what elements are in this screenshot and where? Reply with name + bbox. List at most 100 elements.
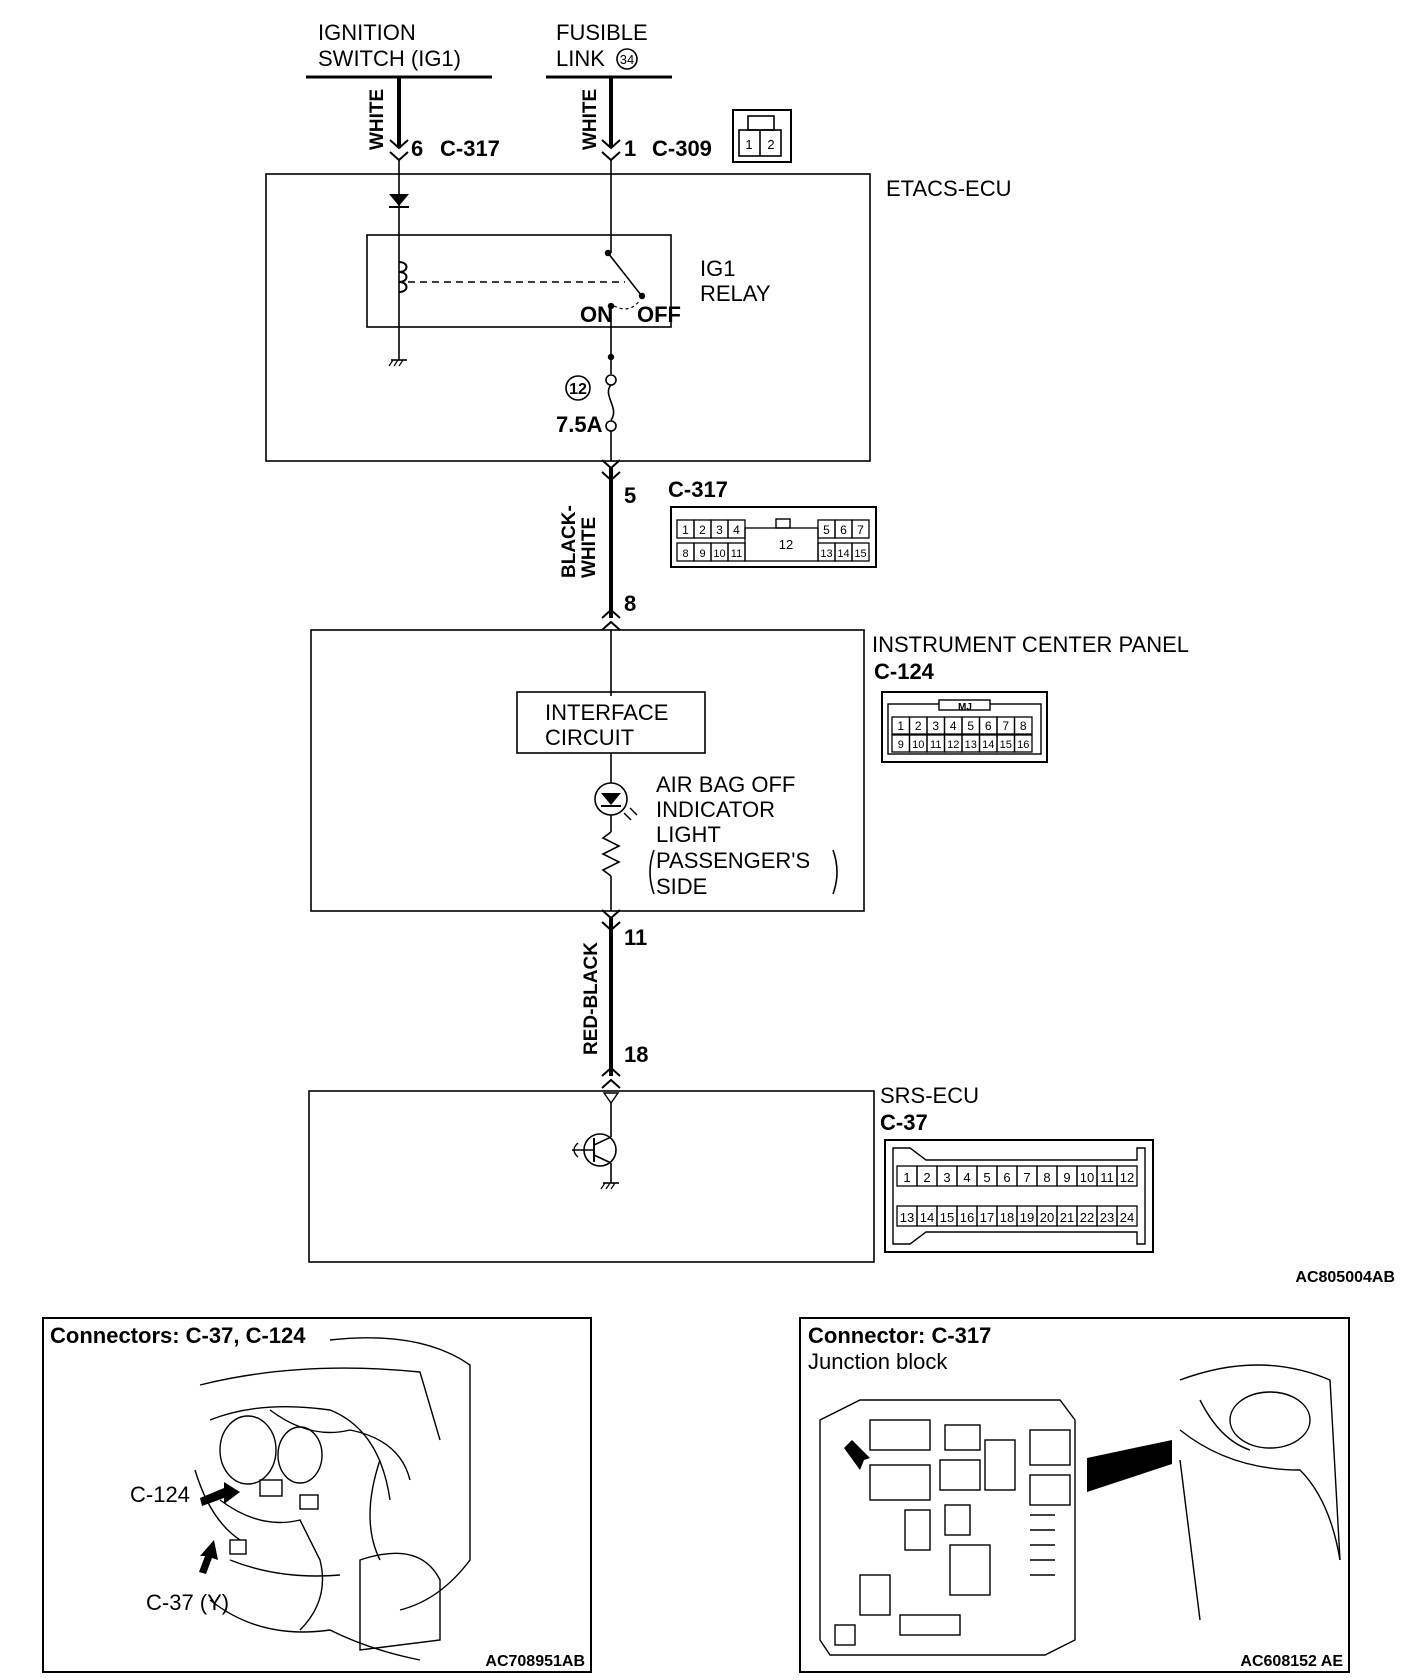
arrow-c124-icon: [200, 1482, 240, 1506]
interface-label-line2: CIRCUIT: [545, 725, 634, 750]
c37-pin-label: 16: [960, 1210, 974, 1225]
interface-label-line1: INTERFACE: [545, 700, 668, 725]
c124-pin-8: 8: [624, 591, 636, 616]
panel-right-subtitle: Junction block: [808, 1349, 948, 1374]
c124-pin-label: 5: [967, 719, 974, 733]
c317-pin-label: 9: [699, 548, 705, 560]
c317-pin-label: 11: [731, 548, 742, 560]
c37-pin-cell: [1116, 1165, 1138, 1187]
c317-pin-label: 2: [699, 523, 706, 537]
ig1-relay-box: [366, 234, 672, 328]
c124-label: C-124: [874, 659, 935, 684]
callout-c124: C-124: [130, 1482, 190, 1507]
c124-pin-label: 9: [898, 739, 904, 751]
svg-text:1: 1: [745, 137, 752, 152]
c317-label: C-317: [668, 477, 728, 502]
icp-title: INSTRUMENT CENTER PANEL: [872, 632, 1189, 657]
c124-pin-label: 16: [1017, 739, 1029, 751]
relay-coil-icon: [398, 261, 408, 293]
ignition-connector-label: C-317: [440, 136, 500, 161]
c124-pin-label: 10: [912, 739, 924, 751]
c37-pin-label: 12: [1120, 1170, 1134, 1185]
c37-pin-18: 18: [624, 1042, 648, 1067]
panel-connectors-c37-c124: Connectors: C-37, C-124 C-124 C-37 (Y) A…: [42, 1317, 592, 1673]
c37-pin-label: 10: [1080, 1170, 1094, 1185]
c317-pin-label: 6: [840, 523, 847, 537]
c124-pin-label: 6: [985, 719, 992, 733]
c317-pin-label: 5: [823, 523, 830, 537]
wire-color-white: WHITE: [579, 517, 600, 578]
dashboard-illustration: [194, 1337, 471, 1661]
c37-pin-label: 24: [1120, 1210, 1134, 1225]
fusible-pin: 1: [624, 136, 636, 161]
fusible-label-line2: LINK: [556, 46, 605, 71]
c317-pin-label: 10: [713, 548, 725, 560]
c37-pin-label: 13: [900, 1210, 914, 1225]
etacs-ecu-title: ETACS-ECU: [886, 176, 1012, 201]
c124-pin-label: 15: [1000, 739, 1012, 751]
fusible-link-label: FUSIBLE LINK 34: [546, 20, 672, 79]
srs-ecu-box: [308, 1090, 875, 1263]
c37-pin-label: 14: [920, 1210, 934, 1225]
ignition-pin: 6: [411, 136, 423, 161]
relay-off-label: OFF: [637, 302, 681, 327]
c317-pin-cell: [851, 519, 870, 539]
c37-pin-label: 3: [943, 1170, 950, 1185]
etacs-ecu: ETACS-ECU ON OFF IG1 RELAY 12 7.5A: [265, 160, 1012, 462]
ignition-wire-color: WHITE: [367, 89, 388, 150]
panel-left-code: AC708951AB: [485, 1653, 585, 1670]
c124-pin-label: 2: [915, 719, 922, 733]
fusible-label-line1: FUSIBLE: [556, 20, 648, 45]
light-label-line1: AIR BAG OFF: [656, 772, 795, 797]
panel-right-code: AC608152 AE: [1240, 1653, 1343, 1670]
c317-pin-label: 8: [682, 548, 688, 560]
relay-contact-icon: [607, 252, 642, 296]
etacs-ecu-box: [265, 173, 871, 462]
c309-connector-face: 1 2: [732, 109, 792, 163]
svg-text:2: 2: [767, 137, 774, 152]
arrow-c317-icon: [844, 1440, 870, 1470]
c124-pin-label: 4: [950, 719, 957, 733]
pointer-wedge-icon: [1087, 1440, 1172, 1492]
fuse-number-circle: [565, 375, 591, 401]
c317-pin-label: 14: [837, 548, 849, 560]
c37-pin-label: 11: [1100, 1170, 1114, 1185]
relay-on-label: ON: [580, 302, 613, 327]
c37-pin-label: 22: [1080, 1210, 1094, 1225]
c124-pin-label: 3: [932, 719, 939, 733]
fusible-wire-color: WHITE: [580, 89, 601, 150]
c317-pin-label: 3: [716, 523, 723, 537]
c37-pin-label: 23: [1100, 1210, 1114, 1225]
c317-pin-cell: [851, 542, 870, 562]
c124-pin-label: 8: [1020, 719, 1027, 733]
srs-ecu-title: SRS-ECU: [880, 1083, 979, 1108]
c37-pin-label: 20: [1040, 1210, 1054, 1225]
diagram-code: AC805004AB: [1295, 1269, 1395, 1286]
ignition-label-line1: IGNITION: [318, 20, 416, 45]
c124-pin-label: 11: [930, 739, 941, 751]
c37-pin-label: 18: [1000, 1210, 1014, 1225]
c124-pin-label: 14: [982, 739, 994, 751]
fusible-connector-label: C-309: [652, 136, 712, 161]
fusible-link-number-circle: [616, 48, 638, 70]
c37-label: C-37: [880, 1110, 928, 1135]
c37-pin-label: 15: [940, 1210, 954, 1225]
panel-connector-c317: Connector: C-317 Junction block: [799, 1317, 1350, 1673]
c317-pin-label: 4: [733, 523, 740, 537]
panel-left-title: Connectors: C-37, C-124: [50, 1323, 306, 1348]
junction-block-illustration: [819, 1364, 1341, 1656]
ignition-wire: WHITE 6 C-317: [367, 77, 500, 162]
diode-icon: [389, 194, 409, 206]
c124-pin-label: 7: [1002, 719, 1009, 733]
svg-text:MJ: MJ: [958, 702, 972, 713]
c124-pin-cell: [1013, 716, 1033, 735]
ignition-switch-label: IGNITION SWITCH (IG1): [306, 20, 492, 79]
c124-pin-label: 13: [965, 739, 977, 751]
c37-pin-label: 4: [963, 1170, 970, 1185]
c37-pin-label: 17: [980, 1210, 994, 1225]
c37-pin-label: 21: [1060, 1210, 1074, 1225]
c37-pin-label: 7: [1023, 1170, 1030, 1185]
